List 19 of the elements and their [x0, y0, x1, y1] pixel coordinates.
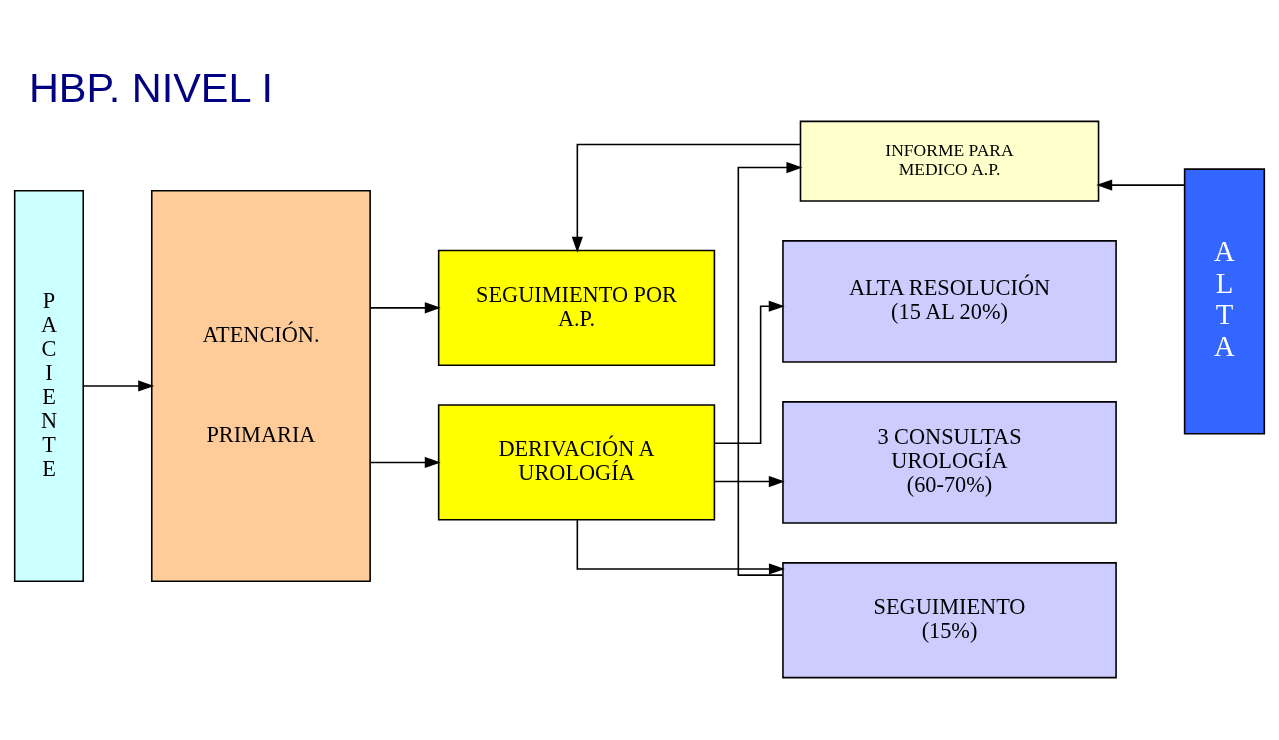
arrow [714, 476, 785, 488]
node-box: ALTA [1183, 168, 1266, 435]
arrow [82, 380, 155, 392]
diagram-title: HBP. NIVEL I [28, 63, 274, 111]
node-box: SEGUIMIENTO (15%) [782, 562, 1117, 679]
arrow [369, 302, 441, 314]
arrow [737, 162, 803, 576]
arrow [576, 519, 785, 575]
node-box: ATENCIÓN. PRIMARIA [150, 189, 371, 582]
arrow [369, 456, 441, 469]
node-box: DERIVACIÓN A UROLOGÍA [437, 404, 716, 521]
node-box: SEGUIMIENTO POR A.P. [437, 249, 716, 366]
arrow [571, 143, 802, 253]
node-box: PACIENTE [13, 189, 85, 582]
node-box: ALTA RESOLUCIÓN (15 AL 20%) [782, 240, 1117, 363]
arrow [1096, 179, 1186, 191]
node-box: 3 CONSULTAS UROLOGÍA (60-70%) [782, 401, 1117, 524]
node-box: INFORME PARA MEDICO A.P. [799, 120, 1100, 202]
arrow [713, 300, 785, 445]
